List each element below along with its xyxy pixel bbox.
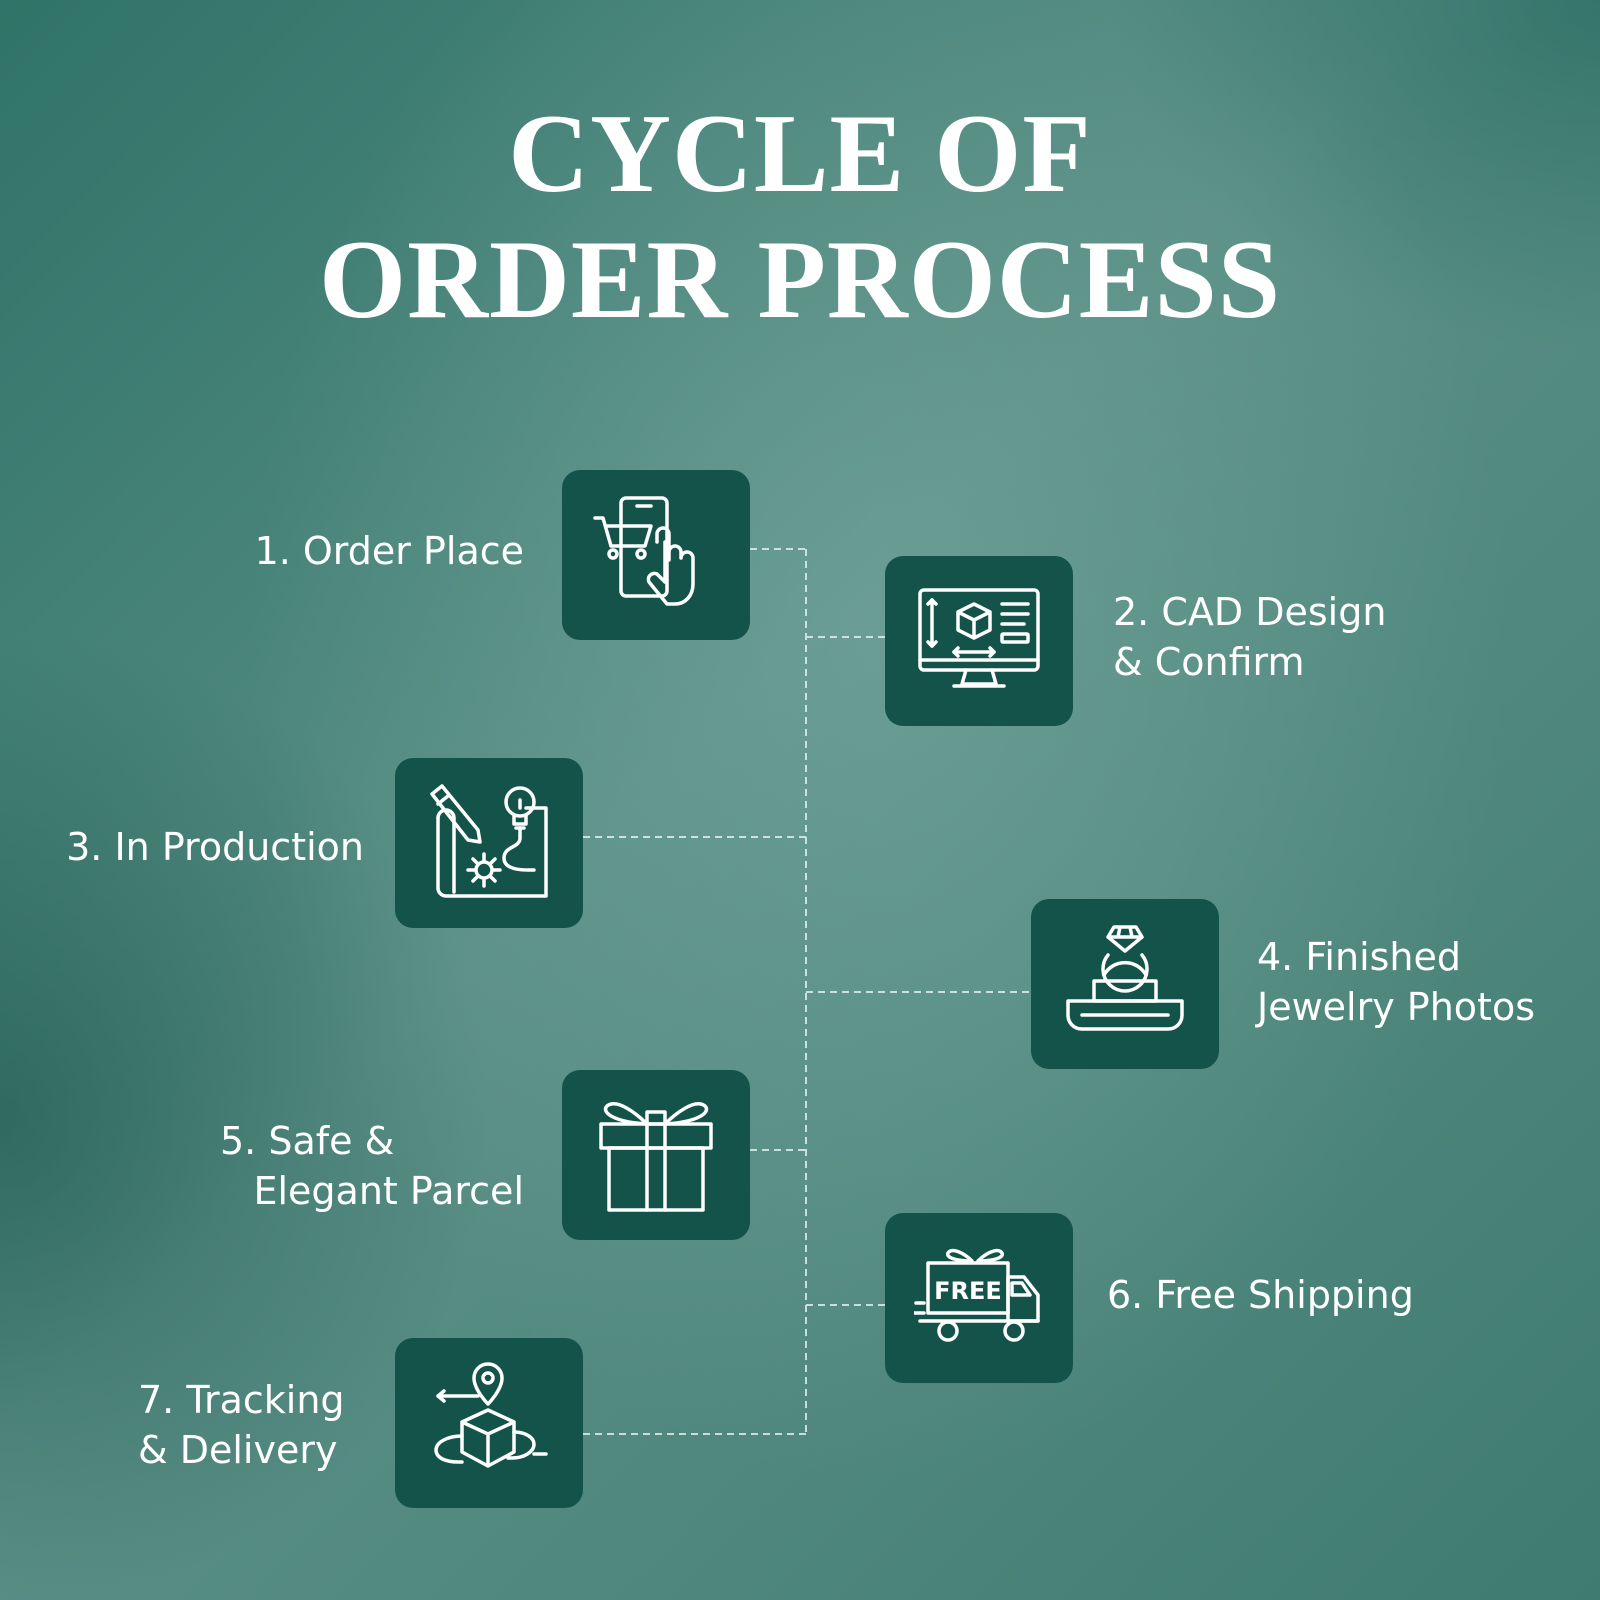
step-3-label: 3. In Production — [20, 822, 364, 872]
free-badge-text: FREE — [934, 1277, 1002, 1305]
step-3-tile — [395, 758, 583, 928]
step-7-label-line-2: & Delivery — [138, 1428, 338, 1472]
step-4-label-line-2: Jewelry Photos — [1257, 985, 1535, 1029]
free-delivery-truck-icon: FREE — [914, 1248, 1040, 1342]
step-7-tile — [395, 1338, 583, 1508]
step-2-tile — [885, 556, 1073, 726]
step-4-tile — [1031, 899, 1219, 1069]
step-2-label: 2. CAD Design & Confirm — [1113, 587, 1386, 687]
step-2-label-line-1: 2. CAD Design — [1113, 590, 1387, 634]
step-1-label-line-1: 1. Order Place — [254, 529, 524, 573]
cad-monitor-icon — [918, 588, 1040, 688]
step-2-label-line-2: & Confirm — [1113, 640, 1305, 684]
page-title-line-1: CYCLE OF — [508, 92, 1092, 216]
step-6-tile: FREE — [885, 1213, 1073, 1383]
step-1-label: 1. Order Place — [200, 526, 524, 576]
step-5-label-line-1: 5. Safe & — [220, 1119, 395, 1163]
package-location-icon — [434, 1362, 548, 1468]
page-title-line-2: ORDER PROCESS — [318, 218, 1282, 342]
step-4-label: 4. Finished Jewelry Photos — [1257, 932, 1535, 1032]
step-6-label-line-1: 6. Free Shipping — [1107, 1273, 1414, 1317]
step-6-label: 6. Free Shipping — [1107, 1270, 1414, 1320]
step-4-label-line-1: 4. Finished — [1257, 935, 1462, 979]
step-5-label-line-2: Elegant Parcel — [253, 1169, 524, 1213]
mobile-cart-icon — [593, 496, 695, 606]
step-7-label-line-1: 7. Tracking — [138, 1378, 345, 1422]
step-7-label: 7. Tracking & Delivery — [138, 1375, 345, 1475]
ring-box-icon — [1066, 925, 1184, 1031]
step-5-tile — [562, 1070, 750, 1240]
step-1-tile — [562, 470, 750, 640]
step-5-label: 5. Safe & Elegant Parcel — [180, 1116, 524, 1216]
blueprint-gear-icon — [430, 784, 548, 898]
gift-box-icon — [599, 1102, 713, 1212]
step-3-label-line-1: 3. In Production — [66, 825, 364, 869]
